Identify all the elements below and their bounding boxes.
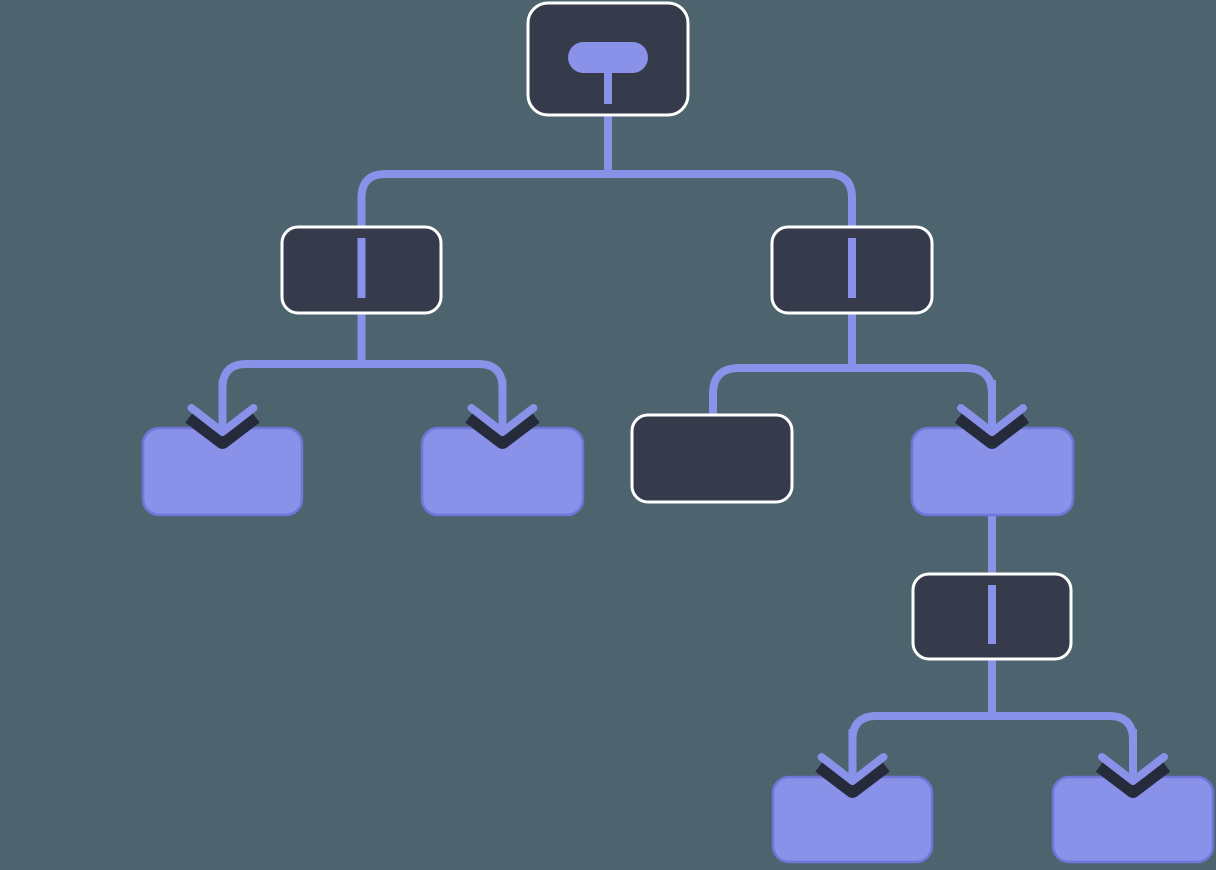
arrow-purple-chevron [957,404,1027,436]
arrow-down-icon [815,729,890,798]
connector-line [848,712,1137,778]
tree-node-branch-lower [911,572,1073,661]
tree-node-node-plain [630,413,794,504]
tree-node-branch-right [770,225,934,315]
arrow-down-icon [1095,729,1171,798]
arrow-purple-chevron [467,404,538,436]
arrow-dark-chevron [185,411,260,449]
arrow-dark-chevron [815,760,890,798]
tree-node-branch-left [280,225,443,315]
arrow-dark-chevron [1095,760,1171,798]
connector-line [357,170,856,230]
arrow-down-icon [465,380,540,449]
arrow-dark-chevron [954,411,1030,449]
arrow-purple-chevron [817,753,888,785]
arrow-down-icon [185,380,260,449]
arrow-purple-chevron [1098,753,1168,785]
dark-node-box [630,413,794,504]
arrow-dark-chevron [465,411,540,449]
arrow-purple-chevron [187,404,258,436]
arrow-down-icon [954,380,1030,449]
root-pill-icon [568,42,648,73]
connector-line [218,360,507,429]
arrow-layer [185,380,1171,798]
tree-node-root [526,1,690,117]
node-layer [141,1,1215,864]
